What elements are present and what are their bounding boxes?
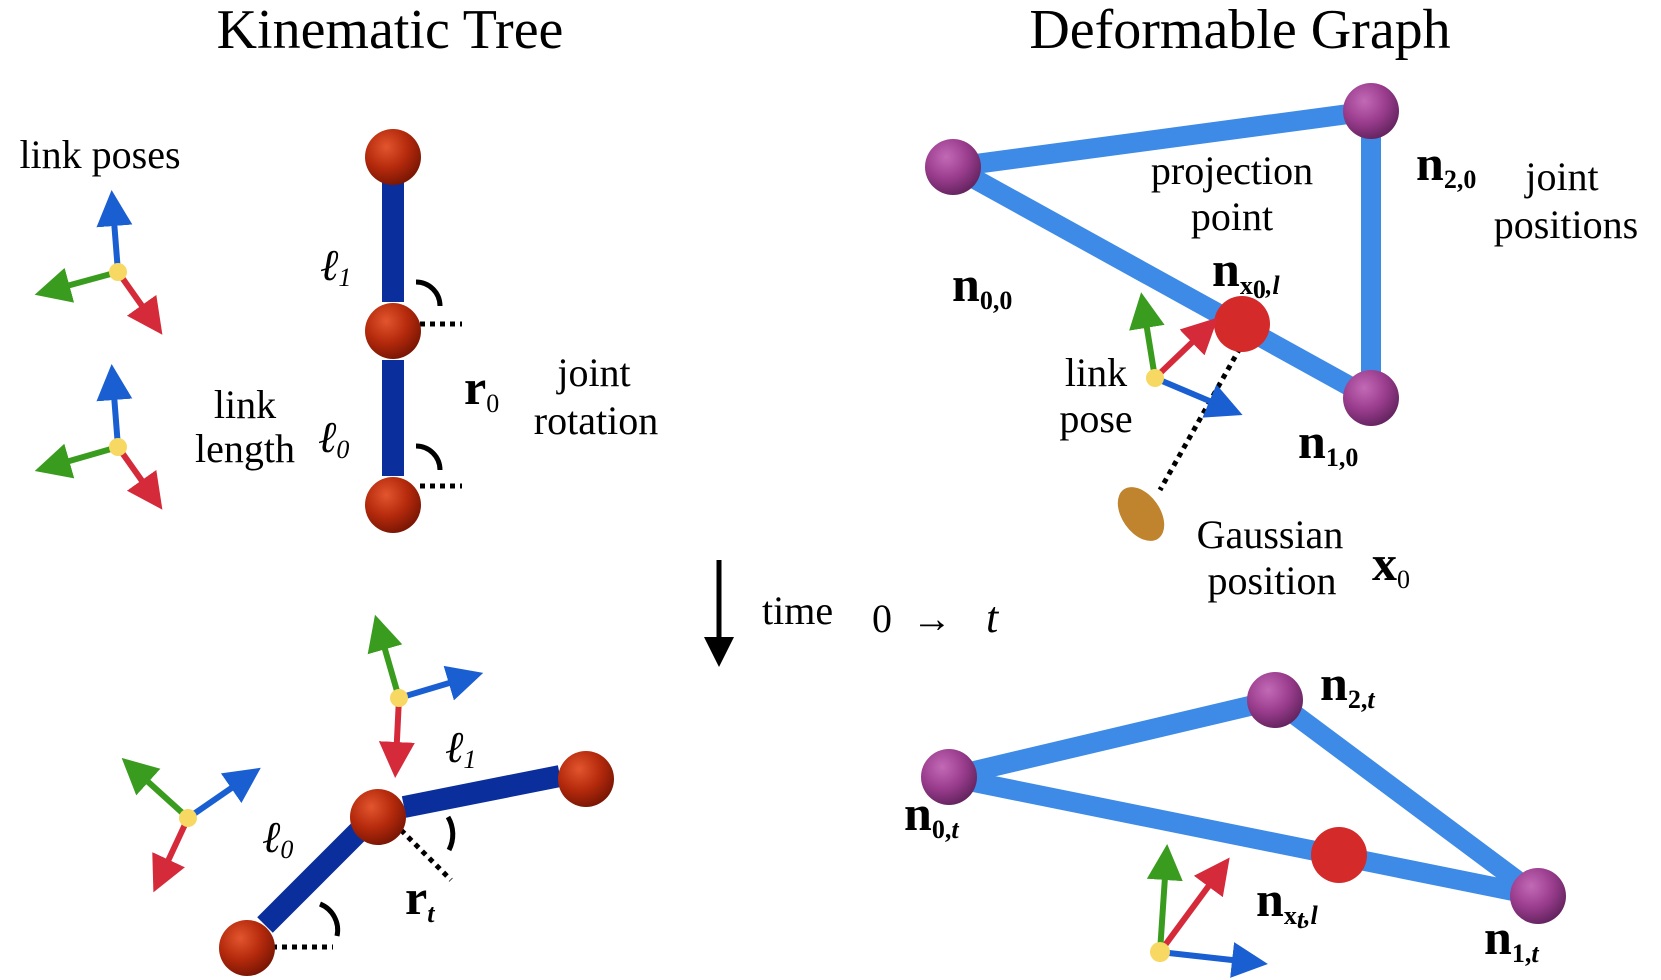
graph-edge-0-2-posed — [939, 690, 1285, 787]
gaussian-ellipse — [1117, 487, 1165, 541]
label-positions: positions — [1494, 202, 1638, 247]
frame-axis-green — [1129, 292, 1165, 379]
graph-node-2-posed — [1247, 672, 1303, 728]
link-pose-frame-4 — [121, 757, 261, 893]
frame-origin — [109, 263, 127, 281]
label-joint-rotation-rt: rt — [405, 869, 435, 928]
link-pose-frame-graph-posed — [1146, 844, 1268, 978]
frame-origin — [179, 809, 197, 827]
joint-reference-dash-posed-1 — [399, 828, 453, 882]
joint-angle-arc-0 — [415, 443, 443, 471]
frame-axis-green — [1146, 844, 1183, 953]
joint-sphere-middle — [365, 303, 421, 359]
frame-origin — [1150, 942, 1170, 962]
joint-sphere-posed-end — [558, 751, 614, 807]
frame-axis-blue — [186, 767, 261, 821]
graph-edge-0-2 — [943, 101, 1381, 177]
label-length: length — [195, 426, 295, 471]
label-link-length-1-posed: ℓ1 — [445, 723, 476, 774]
frame-axis-blue — [96, 190, 133, 273]
label-time-zero: 0 — [872, 596, 892, 641]
frame-origin — [390, 689, 408, 707]
frame-axis-red — [115, 270, 163, 335]
joint-sphere-bottom — [365, 477, 421, 533]
label-time-arrow: → — [912, 596, 952, 641]
title-kinematic-tree: Kinematic Tree — [217, 0, 564, 61]
label-gaussian-x0: x0 — [1372, 535, 1410, 594]
graph-edge-0-1 — [943, 157, 1381, 408]
frame-axis-green — [34, 443, 119, 479]
label-link-length-0-posed: ℓ0 — [262, 813, 293, 864]
frame-axis-green — [367, 614, 403, 699]
graph-edge-2-1-posed — [1265, 690, 1548, 906]
joint-sphere-posed-middle — [350, 789, 406, 845]
frame-axis-green — [34, 267, 119, 303]
label-point: point — [1191, 194, 1273, 239]
projection-point-sphere-posed — [1311, 827, 1367, 883]
label-position: position — [1208, 558, 1337, 603]
label-time-t: t — [986, 593, 1000, 642]
link-pose-frame-3 — [367, 614, 484, 778]
frame-axis-green — [121, 757, 191, 821]
label-gaussian: Gaussian — [1197, 512, 1344, 557]
graph-edge-0-1-posed — [939, 767, 1548, 906]
graph-node-0 — [925, 139, 981, 195]
label-link-right: link — [1065, 350, 1127, 395]
label-node-2-t: n2,t — [1320, 655, 1375, 714]
projection-line — [1157, 346, 1243, 492]
title-deformable-graph: Deformable Graph — [1029, 0, 1450, 61]
label-link-length-1: ℓ1 — [320, 241, 351, 292]
label-joint-rotation-r0: r0 — [464, 359, 499, 418]
label-node-1-t: n1,t — [1484, 909, 1539, 968]
frame-axis-red — [378, 697, 415, 778]
frame-axis-red — [1157, 857, 1230, 954]
graph-node-1 — [1343, 370, 1399, 426]
link-1-bar-posed — [401, 765, 563, 818]
label-time: time — [762, 588, 833, 633]
label-joint: joint — [555, 350, 630, 395]
link-pose-frame-1 — [34, 190, 163, 335]
joint-angle-arc-posed-1 — [445, 815, 456, 852]
frame-axis-red — [115, 445, 163, 510]
frame-axis-blue — [1153, 375, 1243, 418]
joint-sphere-top — [365, 129, 421, 185]
label-projection: projection — [1151, 148, 1313, 193]
label-node-projection: nx0,l — [1212, 241, 1280, 304]
label-pose-right: pose — [1059, 396, 1132, 441]
label-node-2-0: n2,0 — [1416, 135, 1476, 194]
label-node-projection-t: nxt,l — [1256, 871, 1319, 934]
graph-node-1-posed — [1510, 868, 1566, 924]
label-link: link — [214, 382, 276, 427]
joint-sphere-posed-base — [219, 920, 275, 976]
joint-angle-arc-1 — [415, 279, 443, 307]
graph-node-2 — [1343, 83, 1399, 139]
projection-point-sphere — [1214, 296, 1270, 352]
frame-origin — [1146, 369, 1164, 387]
frame-axis-red — [152, 816, 191, 893]
frame-axis-red — [1152, 317, 1218, 381]
label-node-0-t: n0,t — [904, 785, 959, 844]
frame-axis-blue — [96, 364, 133, 448]
frame-axis-blue — [1159, 942, 1268, 978]
label-joint-right: joint — [1523, 154, 1598, 199]
frame-axis-blue — [398, 665, 484, 701]
label-link-length-0: ℓ0 — [318, 413, 349, 464]
frame-origin — [109, 438, 127, 456]
label-node-1-0: n1,0 — [1298, 413, 1358, 472]
graph-node-0-posed — [921, 749, 977, 805]
link-0-bar-posed — [257, 823, 367, 933]
link-pose-frame-graph — [1129, 292, 1243, 418]
label-node-0-0: n0,0 — [952, 256, 1012, 315]
joint-angle-arc-posed-0 — [318, 901, 341, 937]
link-pose-frame-2 — [34, 364, 163, 510]
label-link-poses: link poses — [19, 132, 180, 177]
label-rotation: rotation — [534, 398, 658, 443]
